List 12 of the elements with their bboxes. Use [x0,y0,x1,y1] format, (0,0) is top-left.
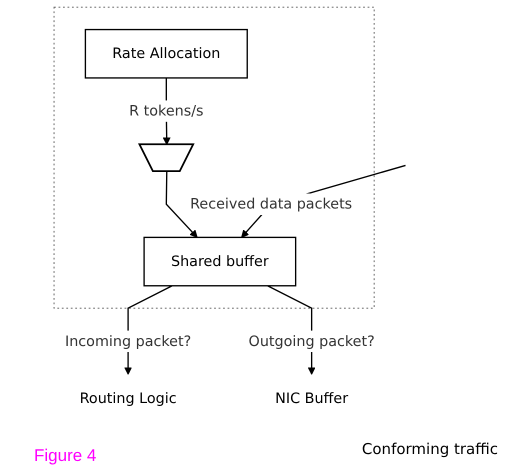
note-text: Conforming traffic [362,440,498,458]
node-text: NIC Buffer [275,390,348,407]
edge-label: R tokens/s [129,102,204,120]
node-box: Shared buffer [143,236,296,286]
figure-caption: Figure 4 [34,446,96,466]
edge-label: Incoming packet? [64,332,192,350]
node-box: Rate Allocation [84,28,248,79]
node-text: Routing Logic [80,390,177,407]
edge-label: Received data packets [190,195,352,212]
arrow [166,172,198,238]
node-bucket [138,143,195,172]
edge-label: Outgoing packet? [248,332,375,350]
